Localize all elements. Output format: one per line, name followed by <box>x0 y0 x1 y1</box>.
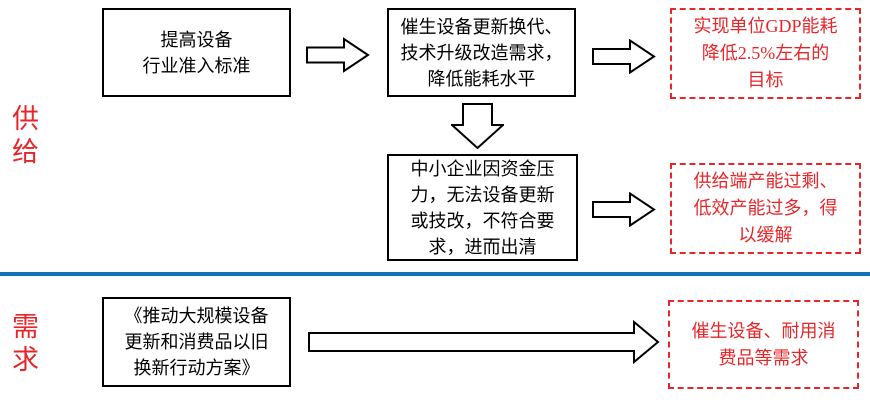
outcome-capacity-relief: 供给端产能过剩、 低效产能过多，得 以缓解 <box>670 163 861 254</box>
arrow-down-icon <box>451 103 504 149</box>
box-entry-standard: 提高设备 行业准入标准 <box>102 8 291 97</box>
box-upgrade-demand: 催生设备更新换代、 技术升级改造需求， 降低能耗水平 <box>387 8 576 97</box>
outcome-new-demand: 催生设备、耐用消 费品等需求 <box>668 300 859 389</box>
box-action-plan: 《推动大规模设备 更新和消费品以旧 换新行动方案》 <box>102 297 291 387</box>
arrow-right-icon <box>306 37 370 73</box>
outcome-gdp-target: 实现单位GDP能耗 降低2.5%左右的 目标 <box>670 8 861 99</box>
arrow-right-icon <box>592 192 656 227</box>
section-divider <box>0 272 870 276</box>
supply-section-label: 供给 <box>8 104 38 170</box>
demand-section-label: 需求 <box>8 312 38 378</box>
box-sme-exit: 中小企业因资金压 力，无法设备更新 或技改，不符合要 求，进而出清 <box>387 154 578 261</box>
arrow-right-icon <box>592 39 656 74</box>
arrow-right-long-icon <box>308 320 660 364</box>
